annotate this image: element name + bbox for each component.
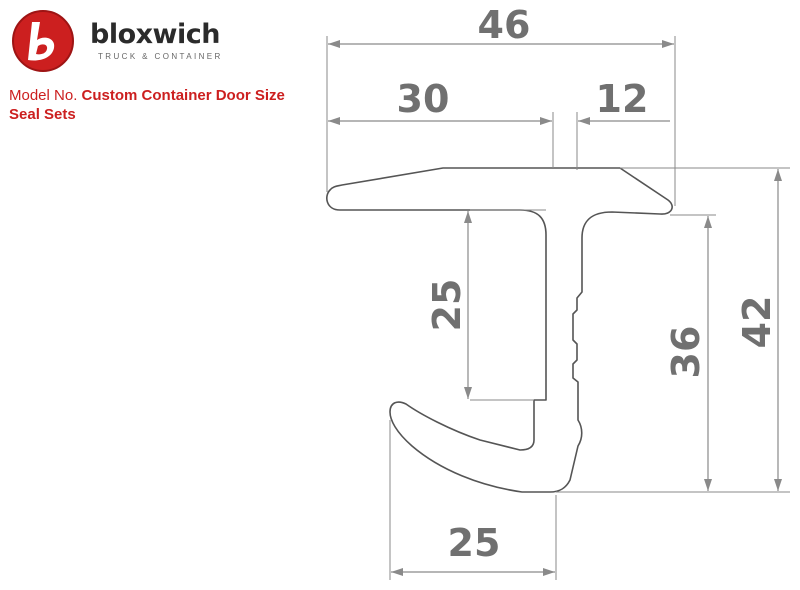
dim-label-right-flange: 12 bbox=[596, 77, 649, 121]
dimension-lines bbox=[328, 40, 782, 576]
dim-label-left-flange: 30 bbox=[397, 77, 450, 121]
dim-label-inner-height: 25 bbox=[425, 279, 469, 332]
brand-name: bloxwich bbox=[90, 19, 220, 50]
dim-label-lip-height: 36 bbox=[664, 326, 708, 379]
model-name: Custom Container Door Size Seal Sets bbox=[9, 87, 285, 123]
dim-label-overall-width: 46 bbox=[478, 3, 531, 47]
logo-badge-icon bbox=[12, 10, 74, 72]
brand-tagline: TRUCK & CONTAINER bbox=[98, 52, 223, 61]
seal-profile-outline bbox=[326, 167, 673, 493]
dim-label-bottom-width: 25 bbox=[448, 521, 501, 565]
brand-logo: bloxwich TRUCK & CONTAINER bbox=[10, 8, 230, 74]
extension-lines bbox=[326, 36, 790, 580]
model-info: Model No. Custom Container Door Size Sea… bbox=[9, 86, 309, 124]
model-label: Model No. bbox=[9, 87, 78, 104]
dim-label-overall-height: 42 bbox=[735, 296, 779, 349]
